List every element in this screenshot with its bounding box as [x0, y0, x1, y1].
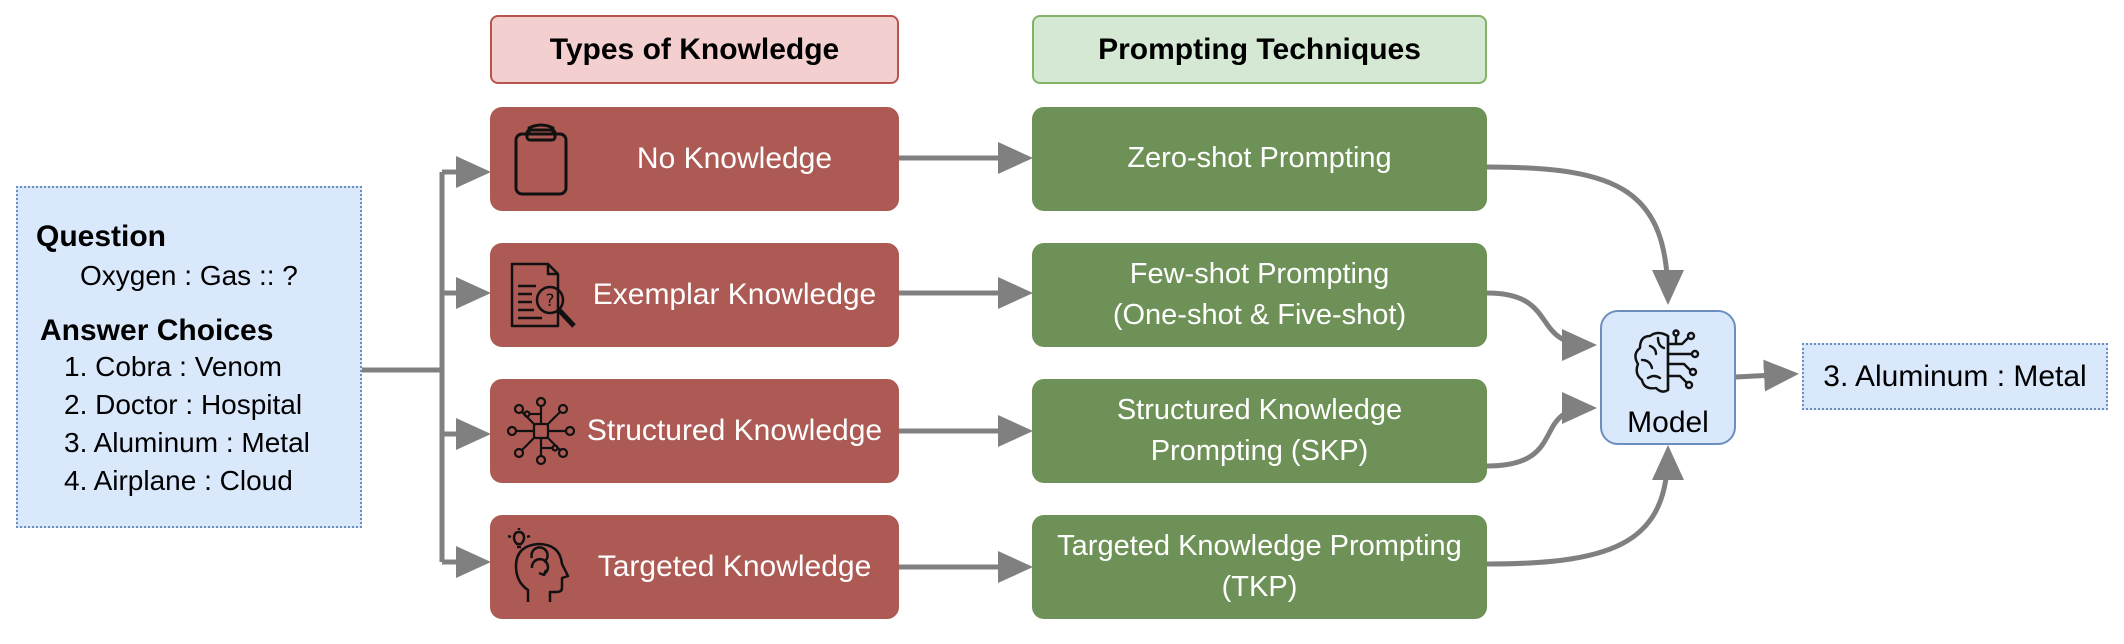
header-types-of-knowledge-label: Types of Knowledge — [549, 32, 840, 66]
arrow-model-answer — [1735, 359, 1799, 392]
arrow-p4-model — [1486, 445, 1684, 567]
knowledge-box-no-knowledge: No Knowledge — [490, 107, 899, 211]
question-title: Question — [36, 220, 167, 253]
header-prompting-techniques-label: Prompting Techniques — [1098, 32, 1421, 66]
knowledge-label-no-knowledge: No Knowledge — [636, 142, 833, 175]
technique-box-tkp: Targeted Knowledge Prompting (TKP) — [1032, 515, 1487, 619]
arrow-p2-model — [1486, 290, 1597, 361]
knowledge-label-exemplar: Exemplar Knowledge — [592, 278, 877, 311]
question-text: Oxygen : Gas :: ? — [80, 260, 298, 291]
answer-choice-2: 2. Doctor : Hospital — [64, 389, 303, 420]
answer-box: 3. Aluminum : Metal — [1802, 343, 2108, 410]
knowledge-box-exemplar: ? Exemplar Knowledge — [490, 243, 899, 347]
technique-few-shot-line2: (One-shot & Five-shot) — [1112, 299, 1407, 331]
arrow-p1-model — [1486, 164, 1684, 305]
knowledge-label-structured: Structured Knowledge — [586, 414, 883, 447]
technique-skp-line2: Prompting (SKP) — [1150, 435, 1369, 467]
answer-choice-4: 4. Airplane : Cloud — [64, 465, 293, 496]
svg-text:?: ? — [545, 291, 554, 311]
answer-choices-title: Answer Choices — [40, 314, 274, 347]
answer-choice-1: 1. Cobra : Venom — [64, 351, 282, 382]
document-search-icon: ? — [502, 256, 580, 334]
technique-tkp-line2: (TKP) — [1221, 571, 1298, 603]
network-icon — [502, 392, 580, 470]
answer-choice-3: 3. Aluminum : Metal — [64, 427, 310, 458]
arrow-p3-model — [1486, 392, 1597, 469]
knowledge-label-targeted: Targeted Knowledge — [597, 550, 872, 583]
technique-tkp-line1: Targeted Knowledge Prompting — [1057, 529, 1462, 562]
knowledge-box-structured: Structured Knowledge — [490, 379, 899, 483]
head-idea-icon — [502, 528, 580, 606]
technique-box-zero-shot: Zero-shot Prompting — [1032, 107, 1487, 211]
technique-skp-line1: Structured Knowledge — [1116, 393, 1403, 426]
model-box: Model — [1600, 310, 1736, 445]
header-prompting-techniques: Prompting Techniques — [1032, 15, 1487, 84]
technique-few-shot-line1: Few-shot Prompting — [1129, 257, 1390, 290]
technique-zero-shot-line1: Zero-shot Prompting — [1127, 142, 1392, 175]
clipboard-icon — [502, 120, 580, 198]
technique-box-few-shot: Few-shot Prompting (One-shot & Five-shot… — [1032, 243, 1487, 347]
answer-text: 3. Aluminum : Metal — [1823, 359, 2087, 393]
technique-box-skp: Structured Knowledge Prompting (SKP) — [1032, 379, 1487, 483]
header-types-of-knowledge: Types of Knowledge — [490, 15, 899, 84]
model-label: Model — [1627, 406, 1709, 439]
brain-icon — [1634, 329, 1700, 393]
knowledge-box-targeted: Targeted Knowledge — [490, 515, 899, 619]
question-box: Question Oxygen : Gas :: ? Answer Choice… — [16, 186, 362, 528]
